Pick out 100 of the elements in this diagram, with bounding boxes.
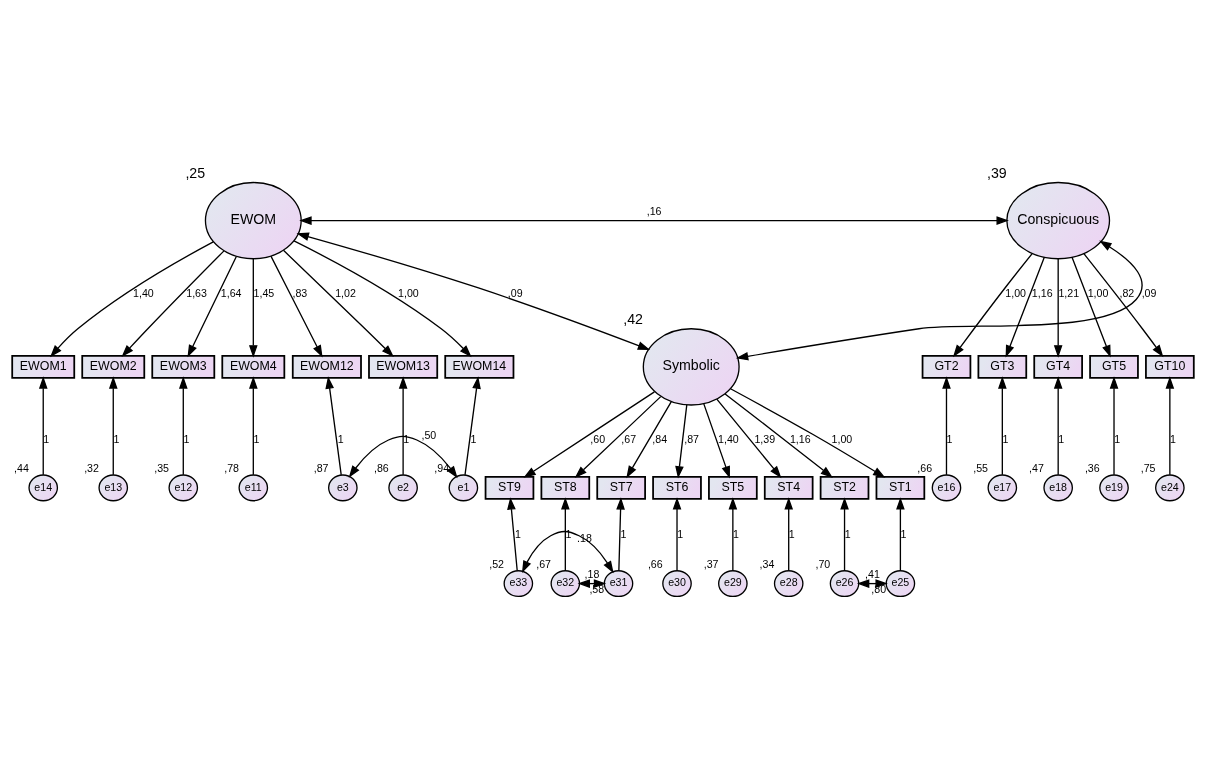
edge-label: 1,64 [220, 285, 242, 298]
arrow [398, 375, 408, 475]
arrow [724, 392, 833, 478]
arrow [784, 496, 794, 571]
node-label: ,86 [374, 461, 389, 474]
node-label: ,35 [154, 461, 169, 474]
node-box: ST4 [763, 475, 814, 500]
edge-label: 1 [844, 527, 851, 540]
node-label: ,75 [1140, 461, 1156, 474]
node-label: ,87 [313, 461, 329, 474]
edge-label: ,50 [421, 428, 437, 441]
arrow [296, 232, 651, 350]
arrow [187, 255, 238, 357]
edge-label: 1,00 [831, 432, 853, 445]
arrow [1053, 375, 1063, 475]
node-label: ,70 [815, 557, 831, 570]
arrow [840, 496, 849, 571]
node-box: EWOM12 [291, 354, 362, 379]
node-circle: e26 [829, 569, 860, 597]
edge-label: 1,16 [789, 432, 811, 445]
node-label: ,55 [973, 461, 988, 474]
node-circle: e19 [1099, 473, 1129, 501]
edge-label: 1 [1002, 432, 1009, 445]
arrow [248, 257, 258, 358]
edge-label: 1 [43, 432, 50, 445]
arrow [348, 435, 458, 478]
edge-label: 1 [470, 432, 477, 445]
node-ellipse: Symbolic [642, 327, 740, 406]
node-box: ST1 [875, 475, 926, 500]
node-box: EWOM3 [151, 354, 216, 379]
edge-label: 1 [1114, 432, 1121, 445]
node-label: ,32 [84, 461, 99, 474]
node-label: ,36 [1084, 461, 1100, 474]
edge-label: ,09 [1141, 285, 1157, 298]
node-box: EWOM14 [444, 354, 515, 379]
node-circle: e1 [448, 473, 479, 501]
edge-label: 1,00 [1087, 285, 1109, 298]
arrow [856, 578, 888, 588]
arrow [735, 240, 1143, 361]
node-circle: e32 [550, 569, 581, 597]
node-circle: e30 [662, 569, 692, 597]
arrow [293, 239, 472, 357]
edge-label: 1 [1170, 432, 1176, 445]
edge-label: 1 [113, 432, 120, 445]
arrow [507, 496, 518, 571]
edge-label: ,09 [507, 285, 523, 298]
node-box: GT10 [1145, 354, 1195, 379]
edge-label: 1,63 [186, 285, 207, 298]
edge-label: ,18 [584, 567, 600, 580]
edge-label: 1 [900, 527, 907, 540]
node-label: ,44 [14, 461, 29, 474]
node-box: GT3 [977, 354, 1028, 379]
arrow [1109, 375, 1119, 475]
edge-label: ,87 [684, 432, 700, 445]
arrow [577, 578, 607, 588]
node-box: GT2 [921, 354, 972, 379]
edge-label: ,60 [590, 432, 606, 445]
node-box: ST6 [652, 475, 702, 500]
edge-label: 1 [565, 527, 572, 540]
arrow [108, 375, 118, 475]
arrow [1071, 256, 1111, 358]
arrow [560, 496, 570, 571]
edge-label: 1 [677, 527, 684, 540]
node-box: EWOM4 [221, 354, 286, 379]
node-circle: e12 [168, 473, 199, 501]
node-circle: e18 [1043, 473, 1073, 501]
arrow [121, 249, 225, 357]
edge-label: 1,00 [1005, 285, 1026, 298]
arrow [952, 252, 1033, 357]
arrow [270, 254, 323, 358]
arrow [942, 375, 951, 475]
arrow [38, 375, 48, 475]
node-box: ST9 [484, 475, 535, 500]
node-ellipse: EWOM [204, 181, 302, 259]
edge-label: 1 [733, 527, 739, 540]
node-circle: e2 [388, 473, 418, 501]
arrow [703, 402, 730, 479]
node-circle: e28 [773, 569, 804, 597]
node-box: GT4 [1033, 354, 1083, 379]
edge-label: 1,40 [718, 432, 739, 445]
arrow [1165, 375, 1175, 475]
arrow [464, 375, 481, 475]
edge-label: 1 [253, 432, 260, 445]
edge-label: ,41 [865, 567, 880, 580]
node-box: ST7 [596, 475, 646, 500]
node-label: ,34 [759, 557, 775, 570]
node-label: ,42 [623, 310, 643, 327]
node-circle: e14 [28, 473, 59, 501]
edge-label: 1 [946, 432, 953, 445]
arrow [626, 400, 672, 478]
node-label: ,66 [647, 557, 663, 570]
edge-label: ,84 [652, 432, 668, 445]
node-label: ,37 [703, 557, 719, 570]
arrow [523, 390, 656, 478]
node-circle: e16 [931, 473, 962, 501]
node-circle: e11 [238, 473, 269, 501]
arrow [325, 375, 342, 475]
arrow [729, 387, 886, 478]
node-box: EWOM1 [11, 354, 76, 379]
edge-label: 1,40 [133, 285, 154, 298]
